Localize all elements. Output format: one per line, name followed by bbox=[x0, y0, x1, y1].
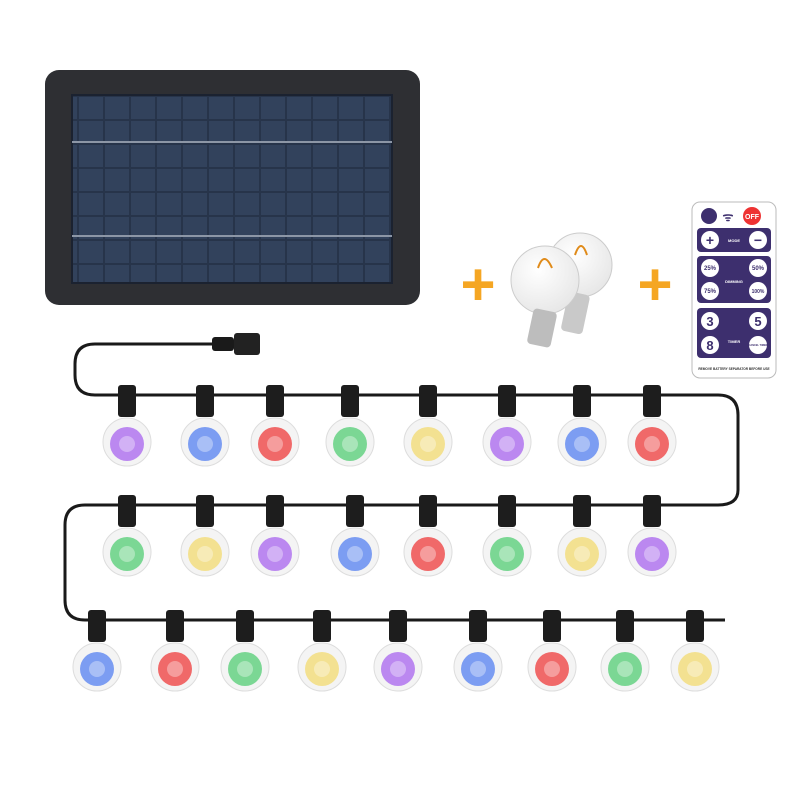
wifi-icon: ᯤ bbox=[723, 210, 734, 224]
bulb-blue bbox=[72, 610, 122, 692]
timer-8-button[interactable]: 8 bbox=[706, 338, 713, 353]
bulb-red bbox=[527, 610, 577, 692]
remote-control: ᯤ OFF + MODE − 25% 50% 75% 100% DIMMING … bbox=[691, 201, 777, 379]
timer-label: TIMER bbox=[728, 339, 741, 344]
bulb-purple bbox=[373, 610, 423, 692]
bulb-green bbox=[102, 495, 152, 577]
bulb-red bbox=[250, 385, 300, 467]
bulb-purple bbox=[250, 495, 300, 577]
timer-5-button[interactable]: 5 bbox=[754, 314, 761, 329]
bulb-yellow bbox=[297, 610, 347, 692]
bulb-blue bbox=[557, 385, 607, 467]
bulb-green bbox=[600, 610, 650, 692]
bulb-yellow bbox=[180, 495, 230, 577]
bulb-red bbox=[627, 385, 677, 467]
plus-button[interactable]: + bbox=[706, 232, 714, 248]
brightness-50-button[interactable]: 50% bbox=[752, 266, 765, 272]
brightness-100-button[interactable]: 100% bbox=[752, 289, 765, 295]
dimming-label: DIMMING bbox=[725, 279, 743, 284]
timer-3-button[interactable]: 3 bbox=[706, 314, 713, 329]
bulb-blue bbox=[330, 495, 380, 577]
bulb-green bbox=[482, 495, 532, 577]
bulb-red bbox=[150, 610, 200, 692]
power-icon[interactable] bbox=[701, 208, 717, 224]
connector bbox=[212, 333, 260, 355]
plus-sign: + bbox=[637, 251, 672, 318]
bulbs-group bbox=[72, 385, 720, 692]
bulb-blue bbox=[453, 610, 503, 692]
light-string-cable bbox=[63, 342, 740, 622]
bulb-yellow bbox=[403, 385, 453, 467]
bulb-yellow bbox=[670, 610, 720, 692]
off-button[interactable]: OFF bbox=[745, 214, 760, 221]
solar-panel bbox=[45, 70, 420, 305]
bulb-purple bbox=[482, 385, 532, 467]
minus-button[interactable]: − bbox=[754, 232, 762, 248]
bulb-purple bbox=[102, 385, 152, 467]
bulb-yellow bbox=[557, 495, 607, 577]
plus-sign: + bbox=[460, 251, 495, 318]
spare-bulbs bbox=[510, 232, 613, 348]
battery-note: REMOVE BATTERY SEPARATOR BEFORE USE bbox=[698, 367, 769, 371]
bulb-green bbox=[325, 385, 375, 467]
bulb-blue bbox=[180, 385, 230, 467]
bulb-purple bbox=[627, 495, 677, 577]
mode-label: MODE bbox=[728, 238, 740, 243]
brightness-25-button[interactable]: 25% bbox=[704, 266, 717, 272]
bulb-green bbox=[220, 610, 270, 692]
bulb-red bbox=[403, 495, 453, 577]
cancel-timer-button[interactable]: CANCEL TIMER bbox=[749, 344, 768, 347]
brightness-75-button[interactable]: 75% bbox=[704, 289, 717, 295]
